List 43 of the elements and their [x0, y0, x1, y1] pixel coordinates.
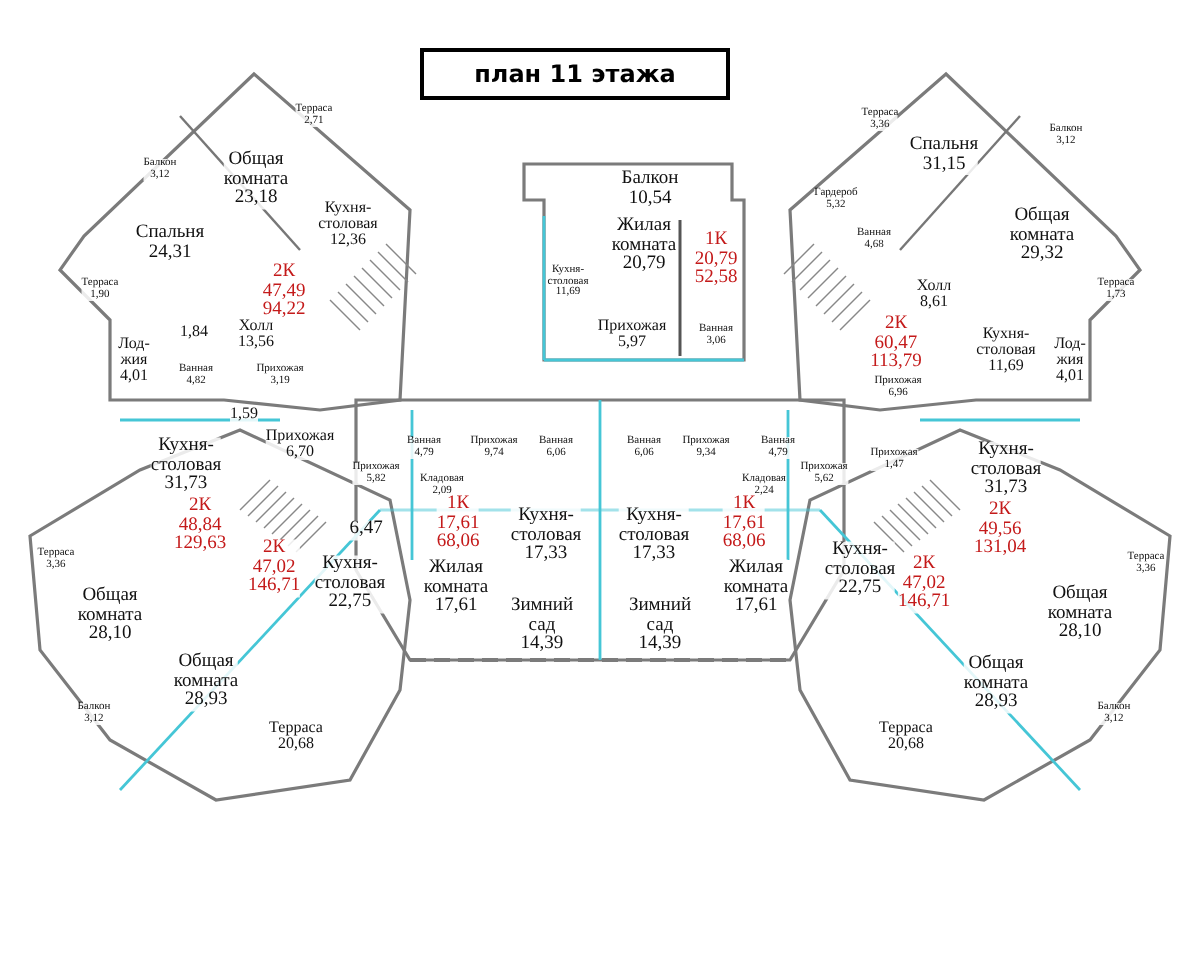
room-label: Лод-жия 4,01	[118, 336, 150, 384]
room-label: Холл 8,61	[916, 278, 952, 310]
room-label: Спальня 31,15	[909, 137, 979, 175]
room-label: Холл 13,56	[238, 318, 274, 350]
apartment-label: 2К 47,02 146,71	[897, 555, 951, 613]
apartment-label: 2К 49,56 131,04	[973, 501, 1027, 559]
apartment-label: 2К 48,84 129,63	[173, 497, 227, 555]
room-label: Общая комната 23,18	[223, 151, 289, 209]
room-label: 1,84	[180, 324, 208, 340]
title: план 11 этажа	[420, 48, 730, 100]
room-label: Жилая комната 17,61	[423, 559, 489, 617]
room-label: Балкон 10,54	[621, 171, 679, 209]
room-label: Жилая комната 20,79	[611, 217, 677, 275]
room-label: Кухня-столовая 22,75	[824, 541, 896, 599]
apartment-label: 1К 17,61 68,06	[436, 495, 480, 553]
apartment-label: 1К 20,79 52,58	[694, 231, 738, 289]
room-label: Общая комната 28,93	[963, 655, 1029, 713]
room-label: Терраса 20,68	[879, 720, 933, 752]
room-label: Прихожая 6,70	[265, 428, 335, 460]
room-label: Кухня-столовая 22,75	[314, 555, 386, 613]
room-label: Спальня 24,31	[135, 225, 205, 263]
room-label: Кухня-столовая 31,73	[150, 437, 222, 495]
room-label: Терраса 20,68	[269, 720, 323, 752]
room-label: Зимний сад 14,39	[628, 597, 692, 655]
room-label: Жилая комната 17,61	[723, 559, 789, 617]
apartment-label: 2К 47,49 94,22	[262, 263, 306, 321]
room-label: Кухня-столовая 12,36	[318, 200, 378, 248]
room-label: Лод-жия 4,01	[1054, 336, 1086, 384]
room-label: Общая комната 28,10	[1047, 585, 1113, 643]
room-label: Кухня-столовая 17,33	[618, 507, 690, 565]
room-label: 6,47	[349, 520, 383, 540]
room-label: Прихожая 5,97	[597, 318, 667, 350]
room-label: Кухня-столовая 11,69	[976, 326, 1036, 374]
room-label: Общая комната 28,10	[77, 587, 143, 645]
apartment-label: 1К 17,61 68,06	[722, 495, 766, 553]
room-label: Кухня-столовая 31,73	[970, 441, 1042, 499]
apartment-label: 2К 47,02 146,71	[247, 539, 301, 597]
room-label: Кухня-столовая 17,33	[510, 507, 582, 565]
room-label: Общая комната 29,32	[1009, 207, 1075, 265]
room-label: 1,59	[230, 406, 258, 422]
apartment-label: 2К 60,47 113,79	[870, 315, 922, 373]
room-label: Общая комната 28,93	[173, 653, 239, 711]
room-label: Зимний сад 14,39	[510, 597, 574, 655]
